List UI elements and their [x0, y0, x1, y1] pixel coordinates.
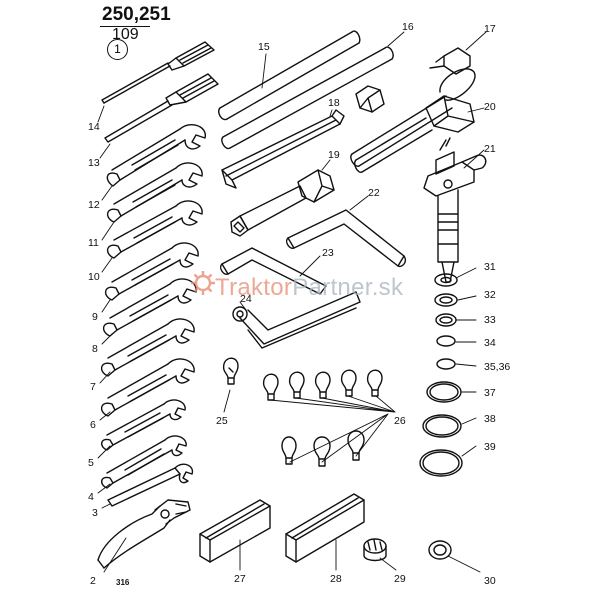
- extension-rod-15: [218, 30, 361, 121]
- wrench-7: [101, 318, 195, 377]
- callout-33: 33: [484, 314, 496, 326]
- screwdriver-large: [104, 73, 219, 143]
- callout-26: 26: [394, 415, 406, 427]
- wrench-10: [107, 200, 203, 259]
- seal-30: [428, 540, 452, 560]
- box-socket-19: [230, 169, 335, 237]
- t-handle-rod-17: [350, 47, 476, 167]
- bent-rod-23: [219, 247, 327, 295]
- callout-17: 17: [484, 23, 496, 35]
- group-circle: 1: [107, 39, 128, 60]
- plug-29: [363, 538, 387, 562]
- callout-22: 22: [368, 187, 380, 199]
- callout-32: 32: [484, 289, 496, 301]
- watermark-brand-main: Traktor: [215, 274, 293, 301]
- bulb-26h: [347, 430, 365, 461]
- callout-27: 27: [234, 573, 246, 585]
- callout-37: 37: [484, 387, 496, 399]
- callout-28: 28: [330, 573, 342, 585]
- callout-35-36: 35,36: [484, 361, 510, 373]
- jaw-pad-28: [285, 493, 365, 563]
- washer-34: [436, 335, 456, 347]
- callout-15: 15: [258, 41, 270, 53]
- callout-34: 34: [484, 337, 496, 349]
- callout-3: 3: [92, 507, 98, 519]
- callout-24: 24: [240, 293, 252, 305]
- callout-4: 4: [88, 491, 94, 503]
- jaw-pad-27: [199, 499, 271, 563]
- sheet-number: 109: [112, 26, 139, 43]
- leader-lines: [97, 31, 487, 573]
- wrench-9: [105, 242, 199, 301]
- callout-8: 8: [92, 343, 98, 355]
- gear-icon: [191, 271, 215, 295]
- callout-20: 20: [484, 101, 496, 113]
- bulb-26a: [262, 373, 279, 401]
- wrench-8: [103, 278, 197, 337]
- hex-key-22: [285, 209, 407, 268]
- callout-14: 14: [88, 121, 100, 133]
- o-ring-37: [426, 381, 462, 403]
- callout-5: 5: [88, 457, 94, 469]
- callout-6: 6: [90, 419, 96, 431]
- callout-labels: 2 3 4 5 6 7 8 9 10 11 12 13 14 15 16 17 …: [88, 21, 510, 587]
- wrench-12: [106, 124, 206, 187]
- hex-bar-18: [221, 109, 345, 189]
- injector-21: [423, 137, 487, 283]
- bulb-26d: [340, 369, 357, 397]
- callout-29: 29: [394, 573, 406, 585]
- washer-33: [435, 313, 457, 327]
- crank-24: [232, 291, 361, 349]
- screwdriver-small: [101, 41, 215, 104]
- callout-19: 19: [328, 149, 340, 161]
- wrench-5: [101, 399, 186, 451]
- watermark-text: TraktorPartner.sk: [215, 274, 403, 302]
- callout-25: 25: [216, 415, 228, 427]
- callout-23: 23: [322, 247, 334, 259]
- watermark-suffix: .sk: [371, 274, 404, 301]
- callout-31: 31: [484, 261, 496, 273]
- bulb-26b: [288, 371, 305, 399]
- callout-12: 12: [88, 199, 100, 211]
- callout-2: 2: [90, 575, 96, 587]
- callout-10: 10: [88, 271, 100, 283]
- callout-18: 18: [328, 97, 340, 109]
- callout-39: 39: [484, 441, 496, 453]
- pliers: [97, 499, 191, 569]
- watermark-brand-second: Partner: [292, 274, 372, 301]
- o-ring-38: [422, 414, 462, 438]
- bulb-26e: [366, 369, 383, 397]
- callout-11: 11: [88, 237, 99, 249]
- callout-16: 16: [402, 21, 414, 33]
- callout-21: 21: [484, 143, 496, 155]
- washer-32: [434, 293, 458, 307]
- bulb-26g: [313, 436, 331, 467]
- wrench-4: [101, 435, 187, 489]
- model-number: 250,251: [102, 4, 171, 25]
- washer-35-36: [436, 358, 456, 370]
- wrench-6: [101, 358, 195, 417]
- callout-13: 13: [88, 157, 100, 169]
- drawing-reference: 316: [116, 578, 130, 587]
- wrench-11: [107, 162, 203, 223]
- header-divider: [100, 26, 150, 27]
- callout-30: 30: [484, 575, 496, 587]
- washer-31: [434, 273, 458, 287]
- callout-9: 9: [92, 311, 98, 323]
- wrench-3: [107, 463, 194, 507]
- callout-7: 7: [90, 381, 96, 393]
- o-ring-39: [419, 449, 463, 477]
- extension-rod-16: [221, 46, 394, 150]
- callout-38: 38: [484, 413, 496, 425]
- bulb-25: [222, 357, 239, 385]
- t-key-20: [353, 95, 475, 173]
- bulb-26c: [314, 371, 331, 399]
